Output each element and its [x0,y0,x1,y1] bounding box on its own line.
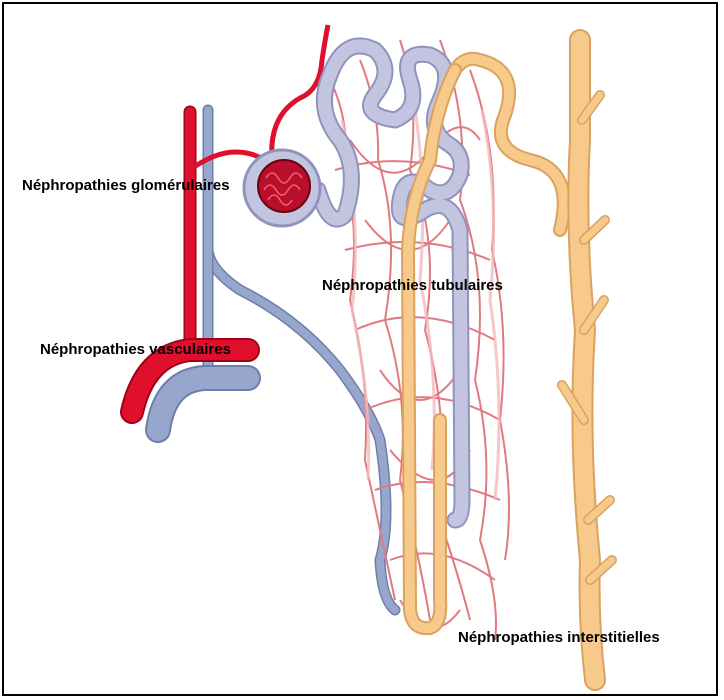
label-vascular-nephropathies: Néphropathies vasculaires [40,342,231,357]
label-glomerular-nephropathies: Néphropathies glomérulaires [22,178,230,193]
glomerulus [244,150,320,226]
label-interstitial-nephropathies: Néphropathies interstitielles [458,630,660,645]
label-tubular-nephropathies: Néphropathies tubulaires [322,278,503,293]
collecting-duct [562,40,612,680]
